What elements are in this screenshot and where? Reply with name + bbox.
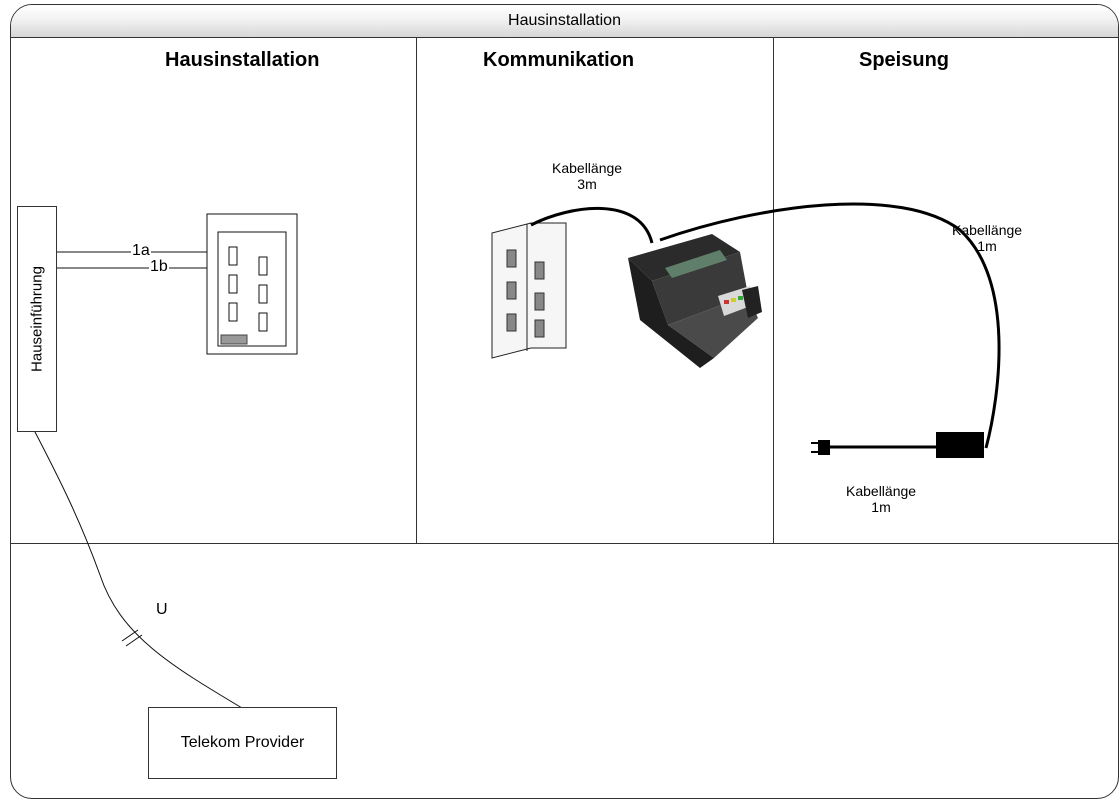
provider-line-tick: [121, 629, 139, 642]
communication-cable: [530, 206, 654, 244]
power-plug: [811, 440, 830, 455]
communication-cable-length-value: 3m: [577, 176, 597, 192]
communication-cable-length: Kabellänge 3m: [552, 160, 622, 192]
power-adapter: [936, 432, 984, 458]
provider-line: [33, 429, 243, 709]
diagram-frame: Hausinstallation Hausinstallation Kommun…: [10, 4, 1119, 799]
divider-column-1: [416, 38, 417, 543]
power-cable-length-lower-label: Kabellänge: [846, 483, 917, 499]
divider-horizontal: [11, 543, 1118, 544]
wire-label-1a: 1a: [131, 242, 151, 260]
power-cable-length-lower-value: 1m: [871, 499, 891, 515]
communication-socket: [491, 222, 567, 359]
power-cable-upper: [659, 202, 1001, 449]
divider-column-2: [773, 38, 774, 543]
column-title-kommunikation: Kommunikation: [483, 49, 635, 71]
power-cable-length-upper-label: Kabellänge: [952, 222, 1023, 238]
column-title-speisung: Speisung: [859, 49, 950, 71]
wire-label-1b: 1b: [149, 258, 169, 276]
house-entry-label: Hauseinführung: [28, 266, 46, 372]
power-cable-length-lower: Kabellänge 1m: [846, 483, 916, 515]
communication-cable-length-label: Kabellänge: [552, 160, 623, 176]
interface-label: U: [156, 601, 168, 618]
column-title-hausinstallation: Hausinstallation: [165, 49, 320, 71]
wall-socket: [206, 213, 298, 355]
payment-terminal: [628, 234, 762, 368]
provider-line-tick: [125, 634, 143, 647]
house-entry-box: Hauseinführung: [17, 206, 57, 432]
power-cable-length-upper: Kabellänge 1m: [952, 222, 1022, 254]
provider-box: Telekom Provider: [148, 707, 337, 779]
header-title: Hausinstallation: [11, 5, 1118, 38]
provider-label: Telekom Provider: [180, 734, 305, 751]
power-cable-length-upper-value: 1m: [977, 238, 997, 254]
